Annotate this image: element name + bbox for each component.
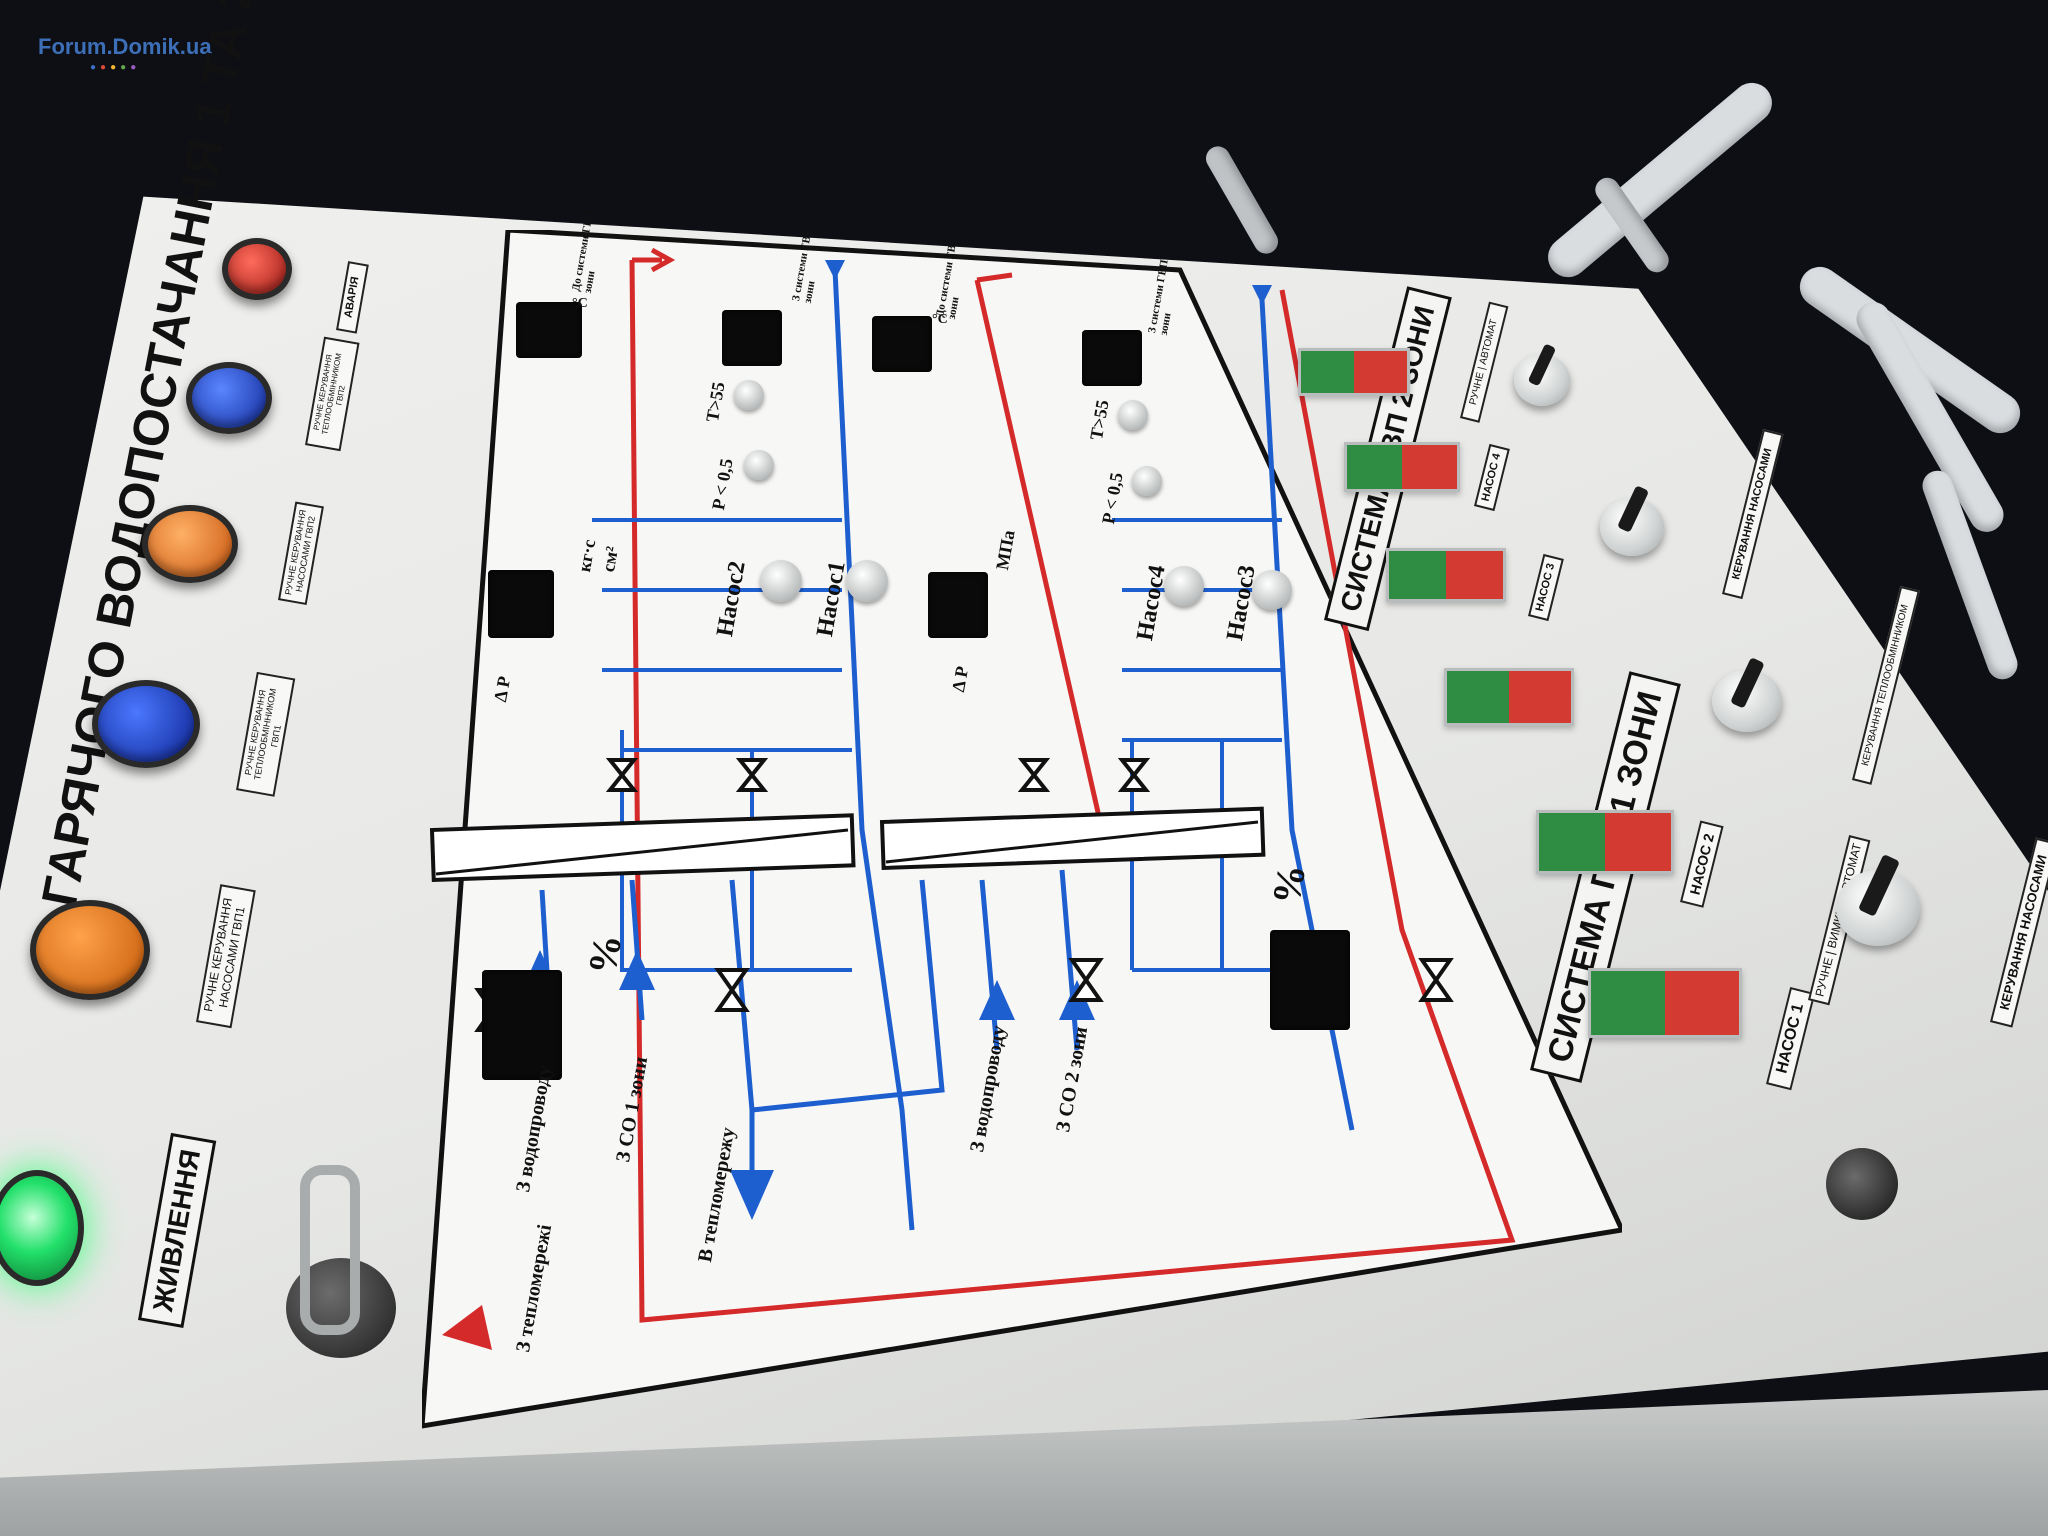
temp-sensor-zone1	[734, 380, 764, 410]
temp-display-zone1-in	[722, 310, 782, 366]
mnemonic-diagram: До системи ГВП 1 зони З системи ГВП 1 зо…	[422, 201, 1622, 1430]
pressure-display-mpa	[928, 572, 988, 638]
heat-exchanger-2-diagonal	[885, 820, 1259, 864]
pump-loop-zone2	[1122, 738, 1302, 972]
zone2-percent-label: %	[1262, 860, 1315, 908]
arrow-down-heating	[730, 1170, 774, 1220]
watermark: Forum.Domik.ua	[38, 34, 212, 59]
arrow-to-zone1	[632, 247, 676, 273]
zone2-pump-mode-switch[interactable]	[1600, 485, 1664, 556]
return-join	[751, 879, 945, 1113]
zone1-celsius-label: °C	[572, 296, 588, 311]
arrow-down-return-zone1	[825, 260, 845, 280]
zone1-exchanger-mode-switch[interactable]	[1712, 656, 1782, 732]
pump2-indicator	[760, 560, 802, 602]
cabinet-lock[interactable]	[1826, 1148, 1898, 1220]
zone2-delta-p-label: Δ P	[948, 664, 973, 694]
blue-lamp-top	[186, 362, 272, 434]
zone1-pump-indicator	[1444, 668, 1574, 726]
arrow-in-heating	[442, 1305, 492, 1350]
pump3-indicator-light	[1344, 442, 1460, 492]
temp-display-zone1-out	[516, 302, 582, 358]
pump4-indicator	[1164, 566, 1204, 606]
key[interactable]	[300, 1165, 360, 1335]
blue-lamp-bottom	[92, 680, 200, 768]
pump3-indicator	[1252, 570, 1292, 610]
power-lamp	[0, 1170, 84, 1286]
pressure-sensor-zone2	[1132, 466, 1162, 496]
cold-branch-zone1	[592, 518, 842, 672]
zone1-delta-p-label: Δ P	[490, 674, 515, 704]
zone1-percent-label: %	[578, 930, 631, 978]
watermark-dots: ●●●●●	[90, 62, 141, 73]
pump1-indicator-light	[1588, 968, 1742, 1038]
temp-display-zone2-out	[872, 316, 932, 372]
pump1-indicator	[846, 560, 888, 602]
dp-display-zone1	[488, 570, 554, 638]
percent-display-zone2	[1270, 930, 1350, 1030]
pump2-indicator-light	[1536, 810, 1674, 874]
arrow-up-co-1	[619, 950, 655, 990]
cold-line-zone2	[1259, 299, 1355, 1131]
arrow-up-water-2	[979, 980, 1015, 1020]
zone1-pump-mode-switch[interactable]	[1836, 853, 1920, 946]
zone2-exchanger-mode-switch[interactable]	[1514, 342, 1570, 406]
heat-exchanger-1-diagonal	[435, 828, 849, 876]
zone2-pump-indicator	[1386, 548, 1506, 602]
pressure-sensor-zone1	[744, 450, 774, 480]
hot-supply-line-zone2	[974, 279, 1105, 831]
pump4-indicator-light	[1298, 348, 1410, 396]
zone2-celsius-label: °C	[932, 312, 948, 327]
orange-lamp-bottom	[30, 900, 150, 1000]
unit-cm2-label: см²	[598, 544, 623, 574]
alarm-lamp	[222, 238, 292, 300]
diagram-svg	[422, 230, 1622, 1429]
temp-sensor-zone2	[1118, 400, 1148, 430]
arrow-down-return-zone2	[1252, 285, 1272, 305]
arrow-to-zone2	[976, 272, 1013, 283]
temp-display-zone2-in	[1082, 330, 1142, 386]
cold-line-zone1	[832, 269, 915, 1231]
from-water-zone2	[979, 879, 1000, 1051]
percent-display-zone1	[482, 970, 562, 1080]
orange-lamp-top	[142, 505, 238, 583]
